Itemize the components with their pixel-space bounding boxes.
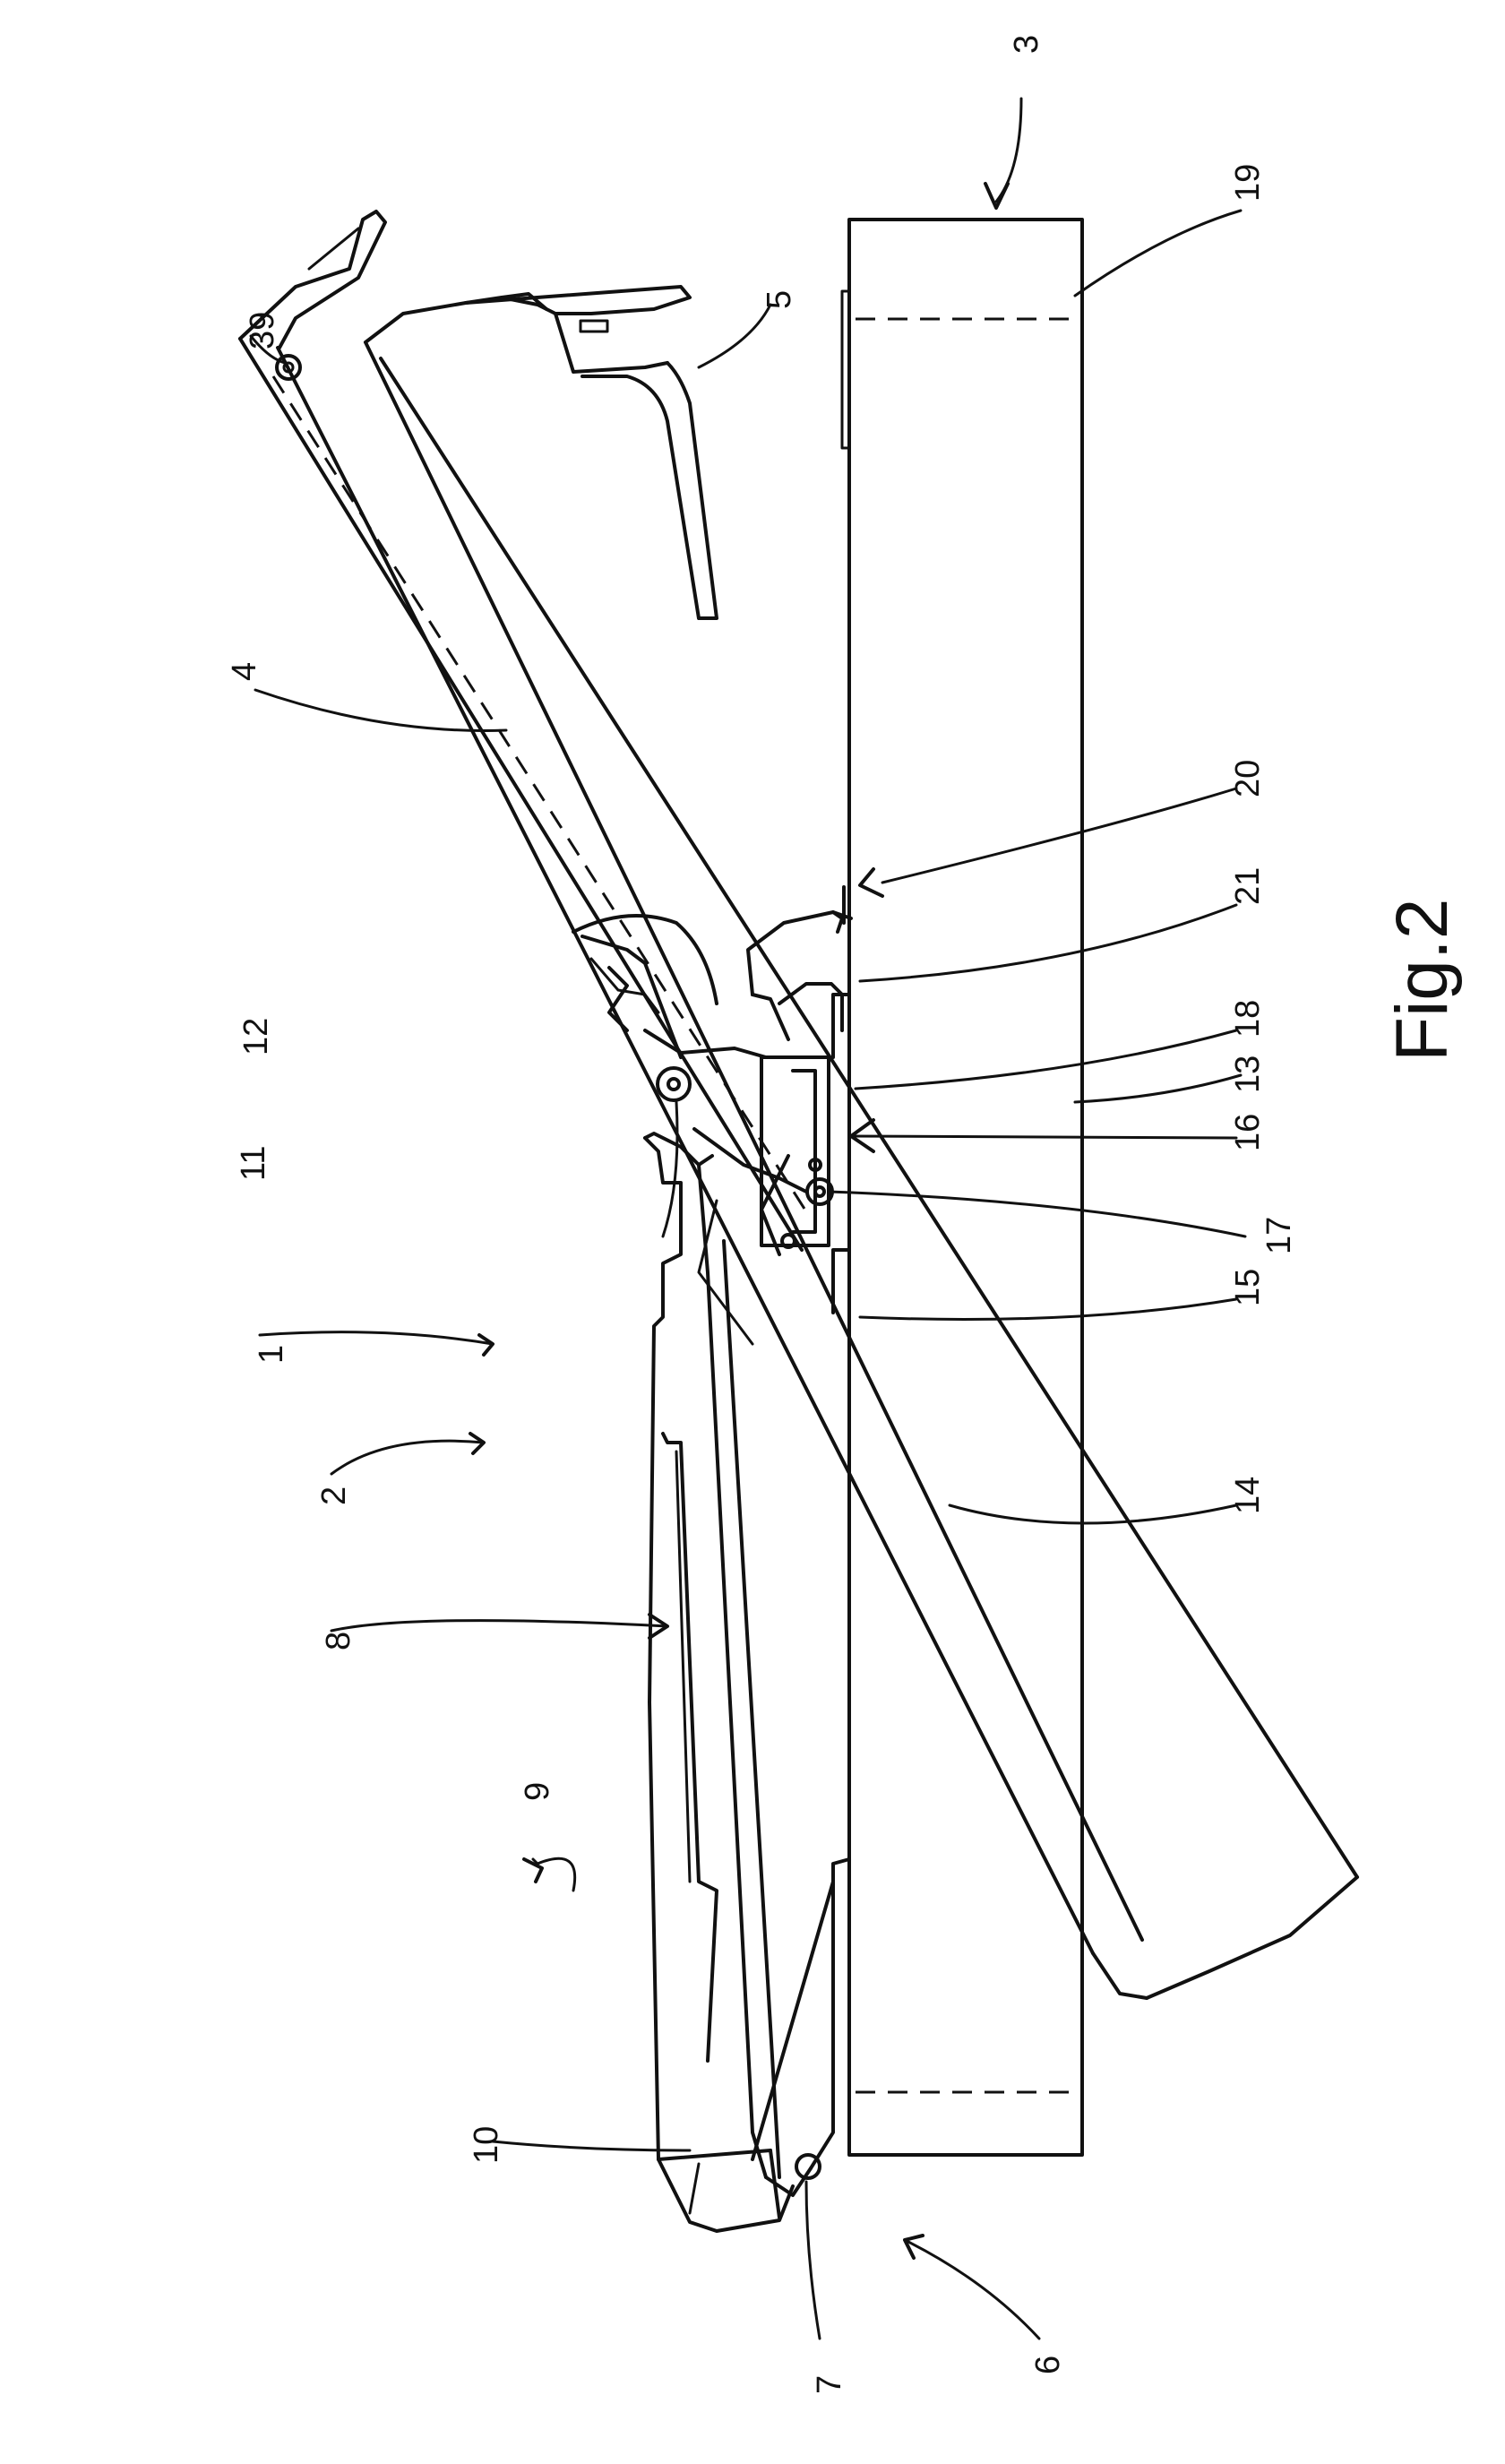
leader-lines bbox=[251, 99, 1245, 2339]
figure-caption: Fig.2 bbox=[1381, 899, 1463, 1062]
label-6: 6 bbox=[1029, 2356, 1067, 2374]
label-2: 2 bbox=[315, 1486, 353, 1505]
label-39: 39 bbox=[244, 312, 281, 349]
label-5: 5 bbox=[761, 290, 798, 309]
label-13: 13 bbox=[1229, 1055, 1267, 1093]
label-8: 8 bbox=[320, 1632, 357, 1650]
label-19: 19 bbox=[1229, 164, 1267, 202]
rail-4 bbox=[240, 211, 1357, 1998]
label-17: 17 bbox=[1260, 1217, 1298, 1254]
label-3: 3 bbox=[1008, 35, 1045, 54]
mid-mechanism bbox=[573, 887, 851, 1313]
label-7: 7 bbox=[811, 2375, 848, 2394]
label-11: 11 bbox=[235, 1146, 272, 1181]
label-14: 14 bbox=[1229, 1477, 1267, 1514]
label-16: 16 bbox=[1229, 1114, 1267, 1151]
label-15: 15 bbox=[1229, 1269, 1267, 1306]
label-4: 4 bbox=[226, 662, 263, 681]
label-18: 18 bbox=[1229, 1000, 1267, 1038]
label-9: 9 bbox=[519, 1782, 556, 1801]
label-12: 12 bbox=[237, 1018, 275, 1055]
label-20: 20 bbox=[1229, 760, 1267, 797]
label-10: 10 bbox=[468, 2126, 505, 2164]
lower-arm bbox=[645, 1133, 849, 2231]
label-21: 21 bbox=[1229, 867, 1267, 905]
label-1: 1 bbox=[253, 1345, 290, 1364]
